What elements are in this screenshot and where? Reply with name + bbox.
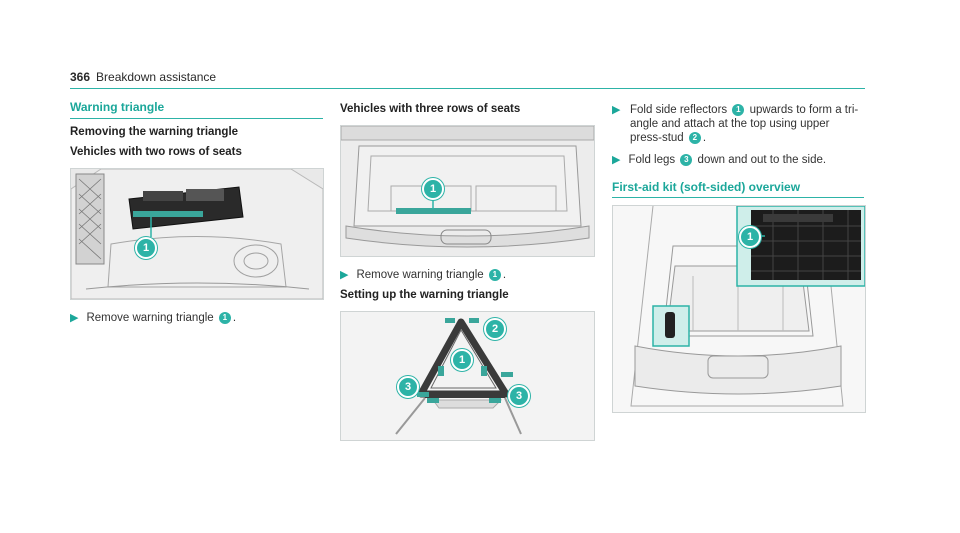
callout-1: 1 — [739, 226, 761, 248]
callout-2: 2 — [484, 318, 506, 340]
step-remove-triangle-3rows: ▶ Remove warning triangle 1. — [340, 269, 507, 281]
first-aid-kit-illustration: 1 — [612, 205, 866, 413]
callout-1: 1 — [135, 237, 157, 259]
callout-3-left: 3 — [397, 376, 419, 398]
step-arrow-icon: ▶ — [70, 312, 79, 324]
ref-badge: 1 — [218, 312, 231, 324]
step-arrow-icon: ▶ — [612, 154, 621, 166]
step-arrow-icon: ▶ — [340, 269, 349, 281]
step-fold-reflectors: ▶ Fold side reflectors 1 upwards to form… — [612, 104, 859, 144]
callout-3-right: 3 — [508, 385, 530, 407]
three-rows-trunk-illustration: 1 — [340, 125, 595, 257]
step-arrow-icon: ▶ — [612, 104, 621, 116]
removing-subtitle: Removing the warning triangle — [70, 126, 239, 138]
ref-badge: 2 — [688, 132, 701, 144]
page-number: 366 — [70, 70, 91, 84]
header-rule — [70, 88, 865, 89]
step-text: Remove warning triangle — [356, 269, 484, 281]
warning-triangle-title: Warning triangle — [70, 100, 165, 114]
ref-badge: 1 — [488, 269, 501, 281]
step-text: Remove warning triangle — [86, 312, 214, 324]
callout-1: 1 — [451, 349, 473, 371]
setting-up-title: Setting up the warning triangle — [340, 289, 509, 301]
first-aid-title: First-aid kit (soft-sided) overview — [612, 180, 801, 194]
step-remove-triangle: ▶ Remove warning triangle 1. — [70, 312, 237, 324]
triangle-setup-illustration: 1 2 3 3 — [340, 311, 595, 441]
page-header: 366 Breakdown assistance — [70, 70, 216, 84]
title-rule — [70, 118, 323, 119]
section-name: Breakdown assistance — [96, 70, 217, 84]
two-rows-trunk-illustration: 1 — [70, 168, 324, 300]
two-rows-subhead: Vehicles with two rows of seats — [70, 146, 242, 158]
title-rule — [612, 197, 864, 198]
ref-badge: 3 — [680, 154, 693, 166]
three-rows-subhead: Vehicles with three rows of seats — [340, 103, 521, 115]
step-fold-legs: ▶ Fold legs 3 down and out to the side. — [612, 154, 827, 166]
ref-badge: 1 — [732, 104, 745, 116]
callout-1: 1 — [422, 178, 444, 200]
